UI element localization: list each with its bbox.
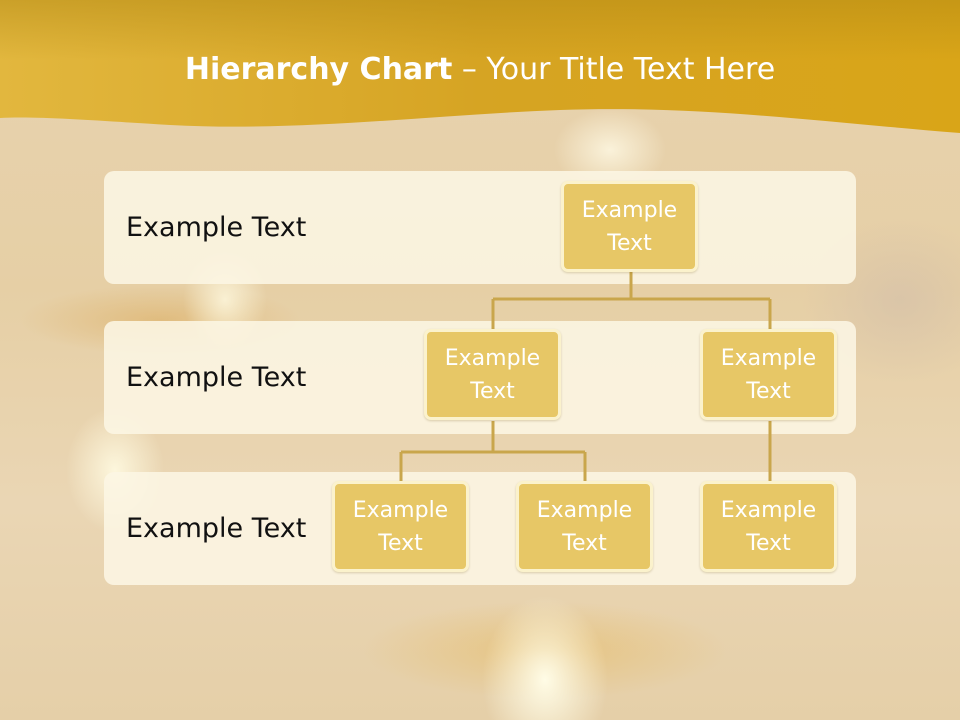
level-label-1: Example Text [126, 212, 307, 243]
node-child-left: Example Text [424, 329, 561, 420]
node-grandchild-1: Example Text [332, 481, 469, 572]
slide-title-bold: Hierarchy Chart [184, 52, 453, 87]
node-child-right: Example Text [700, 329, 837, 420]
node-grandchild-3: Example Text [700, 481, 837, 572]
level-label-3: Example Text [126, 513, 307, 544]
node-grandchild-2: Example Text [516, 481, 653, 572]
level-label-2: Example Text [126, 362, 307, 393]
slide-title-rest: – Your Title Text Here [452, 52, 776, 87]
slide-title: Hierarchy Chart – Your Title Text Here [0, 52, 960, 87]
header-wave-banner [0, 0, 960, 133]
node-root: Example Text [561, 181, 698, 272]
level-band-1: Example Text [104, 171, 856, 284]
